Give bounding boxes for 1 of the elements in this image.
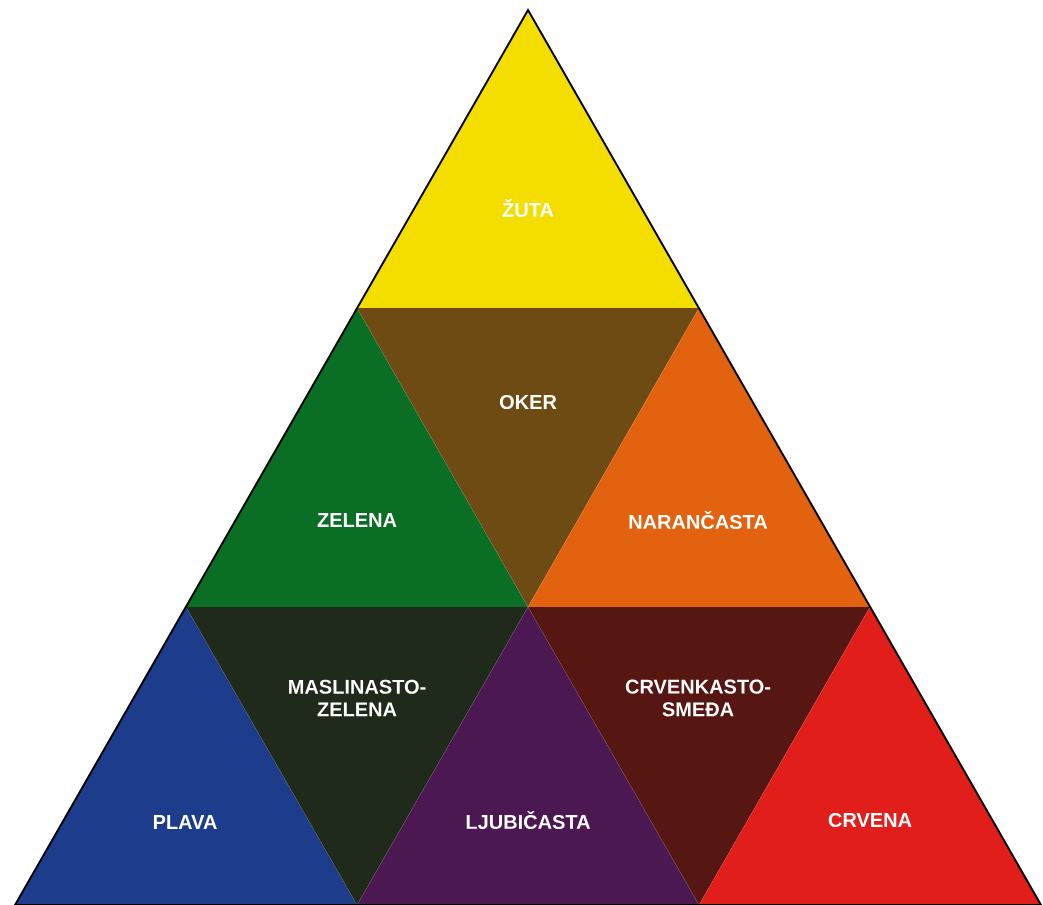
triangle-segment: ŽUTA	[357, 10, 699, 308]
